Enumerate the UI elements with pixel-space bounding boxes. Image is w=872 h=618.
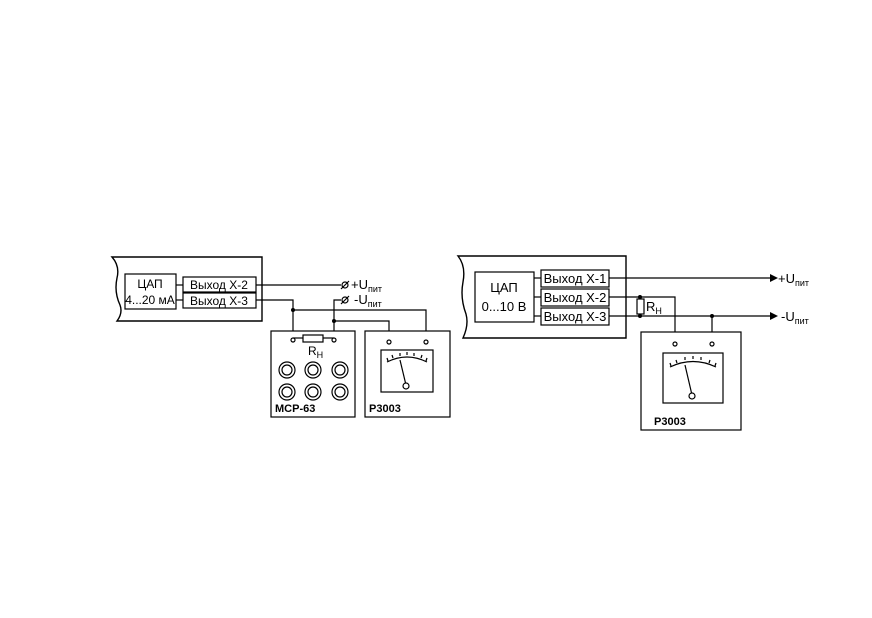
right-arrow-minus-icon: [770, 312, 778, 320]
left-resistor-label: RН: [308, 344, 323, 360]
left-dac-box: [124, 273, 177, 310]
right-output-x2-label: Выход Х-2: [544, 290, 607, 305]
left-junction-1: [291, 308, 295, 312]
right-scheme: ЦАП 0...10 В Выход Х-1 Выход Х-2 Выход Х…: [456, 255, 809, 431]
right-meter-terminal-2: [709, 341, 715, 347]
knob-icon: [278, 361, 296, 379]
knob-icon: [278, 383, 296, 401]
right-output-x3-label: Выход Х-3: [544, 309, 607, 324]
left-resistor: [302, 334, 324, 343]
right-device-housing: [456, 255, 627, 339]
left-terminal-plus: [340, 280, 350, 290]
msr-terminal-2: [331, 337, 337, 343]
right-resistor: [636, 298, 645, 315]
left-output-x3-label: Выход Х-3: [190, 294, 248, 308]
left-supply-plus: +Uпит: [351, 277, 382, 294]
right-meter-label: Р3003: [654, 416, 686, 428]
knob-icon: [304, 383, 322, 401]
right-wire-x2: [609, 296, 676, 342]
left-wire-x3: [256, 299, 294, 338]
right-meter-terminal-1: [672, 341, 678, 347]
right-arrow-plus-icon: [770, 274, 778, 282]
knob-icon: [304, 361, 322, 379]
left-output-x2-label: Выход Х-2: [190, 278, 248, 292]
knob-icon: [331, 361, 349, 379]
left-meter-label: Р3003: [369, 403, 401, 415]
right-supply-minus: -Uпит: [781, 309, 809, 326]
left-supply-minus: -Uпит: [354, 292, 382, 309]
left-meter-terminal-1: [386, 339, 392, 345]
right-junction-meter: [710, 314, 714, 318]
left-wire-minus: [333, 299, 341, 338]
left-scheme: ЦАП 4...20 мА Выход Х-2 Выход Х-3 +Uпит …: [110, 256, 451, 418]
right-dac-label: ЦАП: [490, 280, 518, 295]
right-dac-box: [474, 271, 535, 323]
right-output-x1-label: Выход Х-1: [544, 271, 607, 286]
msr-label: МСР-63: [275, 403, 315, 415]
right-dac-range: 0...10 В: [482, 299, 527, 314]
right-junction-rh-bottom: [638, 314, 642, 318]
left-junction-2: [332, 319, 336, 323]
left-meter-terminal-2: [423, 339, 429, 345]
left-terminal-minus: [340, 295, 350, 305]
left-dac-range: 4...20 мА: [125, 293, 175, 307]
msr-knobs: [278, 361, 349, 401]
right-resistor-label: RН: [646, 299, 662, 316]
msr-terminal-1: [290, 337, 296, 343]
right-supply-plus: +Uпит: [778, 271, 809, 288]
right-meter-scale-icon: [669, 356, 717, 400]
left-device-housing: [110, 256, 263, 322]
knob-icon: [331, 383, 349, 401]
left-dac-label: ЦАП: [137, 277, 162, 291]
right-junction-rh-top: [638, 295, 642, 299]
left-meter-scale-icon: [386, 352, 428, 390]
